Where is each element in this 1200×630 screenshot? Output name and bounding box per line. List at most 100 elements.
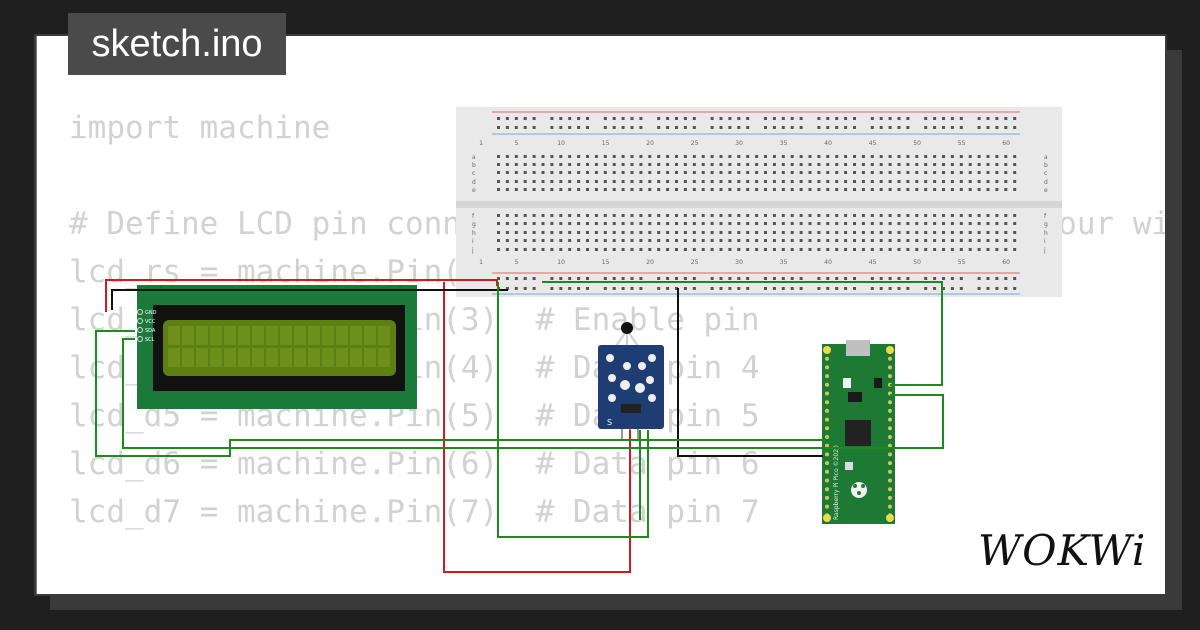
rp2040-chip [845,420,871,446]
lcd-cell [168,348,180,367]
breadboard-col-label: 45 [869,259,877,266]
breadboard-row-label: h [1044,230,1048,237]
wokwi-logo: WOKWi [978,526,1147,575]
pico-pin[interactable] [888,426,892,431]
lcd-cell [196,326,208,345]
breadboard-row-label: i [472,238,474,245]
lcd-cell [210,326,222,345]
breadboard-row-label: i [1044,238,1046,245]
pico-pin[interactable] [825,391,829,396]
wire-black-2 [677,288,823,457]
breadboard[interactable]: 1155101015152020252530303535404045455050… [456,107,1062,297]
pico-pin[interactable] [825,461,829,466]
pico-pin-headers [823,346,894,522]
lcd-pin[interactable] [137,318,143,324]
breadboard-divider [456,201,1062,208]
breadboard-col-label: 1 [479,259,483,266]
pico-pin[interactable] [888,443,892,448]
lcd-pin-label: GND [145,310,157,316]
pico-pin[interactable] [825,426,829,431]
pico-pin[interactable] [888,365,892,370]
lcd-cell [252,348,264,367]
pico-pin[interactable] [888,400,892,405]
breadboard-col-label: 25 [691,259,699,266]
breadboard-row-label: j [471,247,474,254]
pico-pin[interactable] [888,435,892,439]
lcd-display[interactable]: GND VCC SDA SCL [137,285,417,409]
breadboard-col-label: 5 [515,140,519,147]
frame-shadow-right [1164,50,1182,608]
breadboard-col-label: 20 [646,140,654,147]
breadboard-row-label: f [472,213,475,220]
pico-mounting-hole [886,514,894,522]
lcd-pin[interactable] [137,309,143,315]
breadboard-col-label: 45 [869,140,877,147]
lcd-pin-label: SCL [145,337,155,343]
file-tab-sketch[interactable]: sketch.ino [68,13,286,75]
breadboard-row-label: a [1044,154,1048,161]
lcd-cell [378,326,390,345]
breadboard-col-label: 25 [691,140,699,147]
pico-pin[interactable] [888,461,892,466]
pico-pin[interactable] [825,443,829,448]
lcd-pin[interactable] [137,327,143,333]
pico-pin[interactable] [825,408,829,413]
pico-pin[interactable] [888,408,892,413]
pico-pin[interactable] [888,495,892,500]
lcd-cell [322,348,334,367]
lcd-pin-label: VCC [145,319,156,325]
lcd-cell [182,326,194,345]
frame-shadow-bottom [50,594,1182,610]
lcd-cell [280,348,292,367]
pico-pin[interactable] [825,487,829,492]
lcd-cell [350,348,362,367]
pico-pin[interactable] [825,400,829,405]
wire-green-3 [95,330,823,457]
lcd-pin-header: GND VCC SDA SCL [137,309,157,343]
pico-pin[interactable] [825,417,829,422]
pico-pin[interactable] [888,374,892,379]
pico-pin[interactable] [825,356,829,361]
lcd-cell [294,326,306,345]
raspberry-logo-icon [851,482,867,498]
pico-pin[interactable] [888,487,892,492]
lcd-cell [196,348,208,367]
pico-pin[interactable] [888,504,892,509]
breadboard-col-label: 40 [824,140,832,147]
lcd-cell [168,326,180,345]
pico-pin[interactable] [825,495,829,500]
pico-pin[interactable] [888,469,892,474]
pico-pin[interactable] [888,417,892,422]
pico-pin[interactable] [825,382,829,387]
pico-pin[interactable] [825,469,829,474]
breadboard-col-label: 20 [646,259,654,266]
pico-pin[interactable] [825,435,829,439]
lcd-cell [266,348,278,367]
wires[interactable] [95,279,944,573]
pico-pin[interactable] [888,356,892,361]
lcd-pin[interactable] [137,336,143,342]
lcd-cell [350,326,362,345]
lcd-pin-label: SDA [145,328,156,334]
pico-pin[interactable] [888,452,892,457]
lcd-cell [182,348,194,367]
lcd-cell [364,326,376,345]
breadboard-col-label: 30 [735,140,743,147]
raspberry-pi-pico[interactable]: Raspberry Pi Pico ©2020 [822,340,895,524]
pico-pin[interactable] [888,478,892,483]
wire-green-1 [497,282,649,538]
pico-pin[interactable] [825,374,829,379]
breadboard-row-label: c [472,170,475,177]
breadboard-col-label: 15 [602,140,610,147]
lcd-cell [294,348,306,367]
breadboard-col-label: 35 [780,259,788,266]
pico-pin[interactable] [825,478,829,483]
sensor-pin-label: S [607,418,612,427]
breadboard-col-label: 60 [1002,140,1010,147]
pico-pin[interactable] [825,452,829,457]
pico-pin[interactable] [825,504,829,509]
pico-pin[interactable] [825,365,829,370]
lcd-cell [238,326,250,345]
temperature-sensor-module[interactable]: S [598,322,664,440]
